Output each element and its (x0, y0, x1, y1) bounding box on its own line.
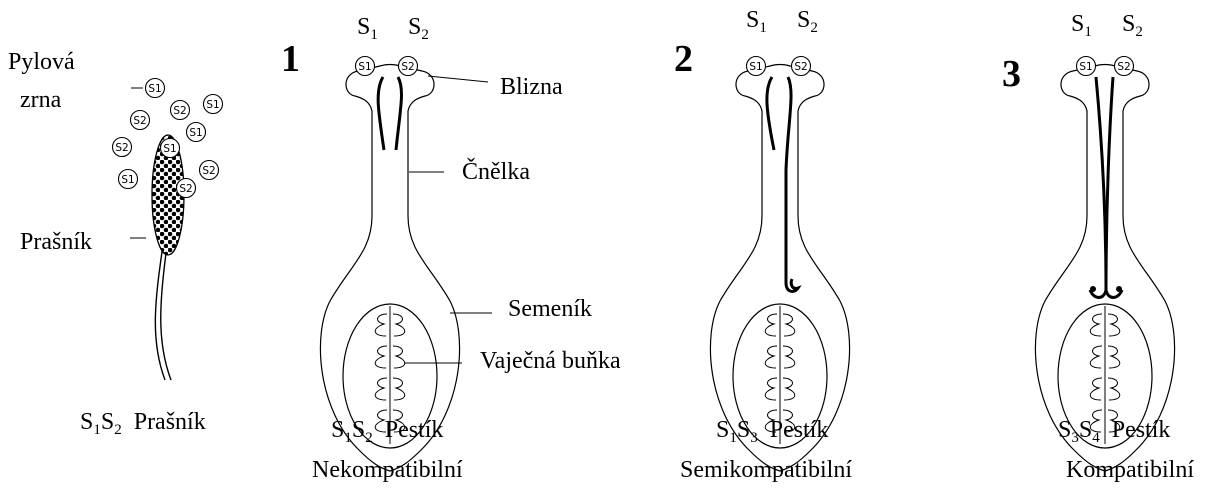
panel-1-allele-1: S1 (357, 15, 378, 43)
egg-cell-label: Vaječná buňka (480, 349, 621, 373)
svg-text:S1: S1 (206, 99, 219, 111)
panel-2-genotype: S1S3 Pestík (716, 418, 828, 446)
pollen-label-line1: Pylová (8, 50, 75, 74)
svg-text:S1: S1 (121, 174, 134, 186)
svg-text:S2: S2 (1117, 61, 1130, 73)
panel-2-result: Semikompatibilní (680, 458, 852, 482)
svg-text:S2: S2 (115, 142, 128, 154)
panel-2-stigma-grain-s2: S2 (792, 57, 811, 76)
svg-text:S2: S2 (401, 61, 414, 73)
pistil-1 (320, 65, 492, 472)
pistil-3 (1035, 65, 1174, 472)
svg-text:S2: S2 (133, 115, 146, 127)
pollen-grain-s2: S2 (200, 161, 219, 180)
pollen-grain-s1: S1 (204, 95, 223, 114)
panel-2-allele-2: S2 (797, 8, 818, 36)
panel-3-allele-1: S1 (1071, 12, 1092, 40)
pollen-grain-s1: S1 (187, 123, 206, 142)
panel-1-stigma-grain-s1: S1 (356, 57, 375, 76)
panel-2-allele-1: S1 (746, 8, 767, 36)
pollen-grain-s1: S1 (146, 79, 165, 98)
pollen-grain-s1: S1 (161, 139, 180, 158)
panel-2-number: 2 (674, 40, 693, 78)
panel-1-allele-2: S2 (408, 15, 429, 43)
svg-text:S1: S1 (189, 127, 202, 139)
pollen-grain-s1: S1 (119, 170, 138, 189)
svg-text:S1: S1 (358, 61, 371, 73)
pollen-label-line2: zrna (20, 88, 61, 112)
panel-3-result: Kompatibilní (1066, 458, 1194, 482)
pollen-grain-s2: S2 (131, 111, 150, 130)
svg-text:S1: S1 (148, 83, 161, 95)
panel-3-allele-2: S2 (1122, 12, 1143, 40)
panel-1-genotype: S1S2 Pestík (331, 418, 443, 446)
panel-3-number: 3 (1002, 55, 1021, 93)
svg-text:S1: S1 (163, 143, 176, 155)
stigma-label: Blizna (500, 75, 563, 99)
panel-3-stigma-grain-s2: S2 (1115, 57, 1134, 76)
svg-text:S1: S1 (1079, 61, 1092, 73)
anther-figure (130, 88, 184, 380)
pollen-grain-s2: S2 (177, 179, 196, 198)
style-label: Čnělka (462, 160, 530, 184)
ovary-label: Semeník (508, 297, 592, 321)
panel-2-stigma-grain-s1: S1 (747, 57, 766, 76)
anther-label: Prašník (20, 230, 92, 254)
svg-text:S2: S2 (179, 183, 192, 195)
panel-1-number: 1 (281, 40, 300, 78)
pistil-2 (710, 65, 849, 472)
anther-genotype: S1S2 Prašník (80, 410, 206, 438)
svg-text:S2: S2 (202, 165, 215, 177)
panel-3-stigma-grain-s1: S1 (1077, 57, 1096, 76)
pollen-grain-s2: S2 (113, 138, 132, 157)
svg-text:S2: S2 (173, 105, 186, 117)
panel-1-stigma-grain-s2: S2 (399, 57, 418, 76)
panel-3-genotype: S3S4 Pestík (1058, 418, 1170, 446)
panel-1-result: Nekompatibilní (312, 458, 463, 482)
pollen-grain-s2: S2 (171, 101, 190, 120)
svg-text:S2: S2 (794, 61, 807, 73)
svg-text:S1: S1 (749, 61, 762, 73)
